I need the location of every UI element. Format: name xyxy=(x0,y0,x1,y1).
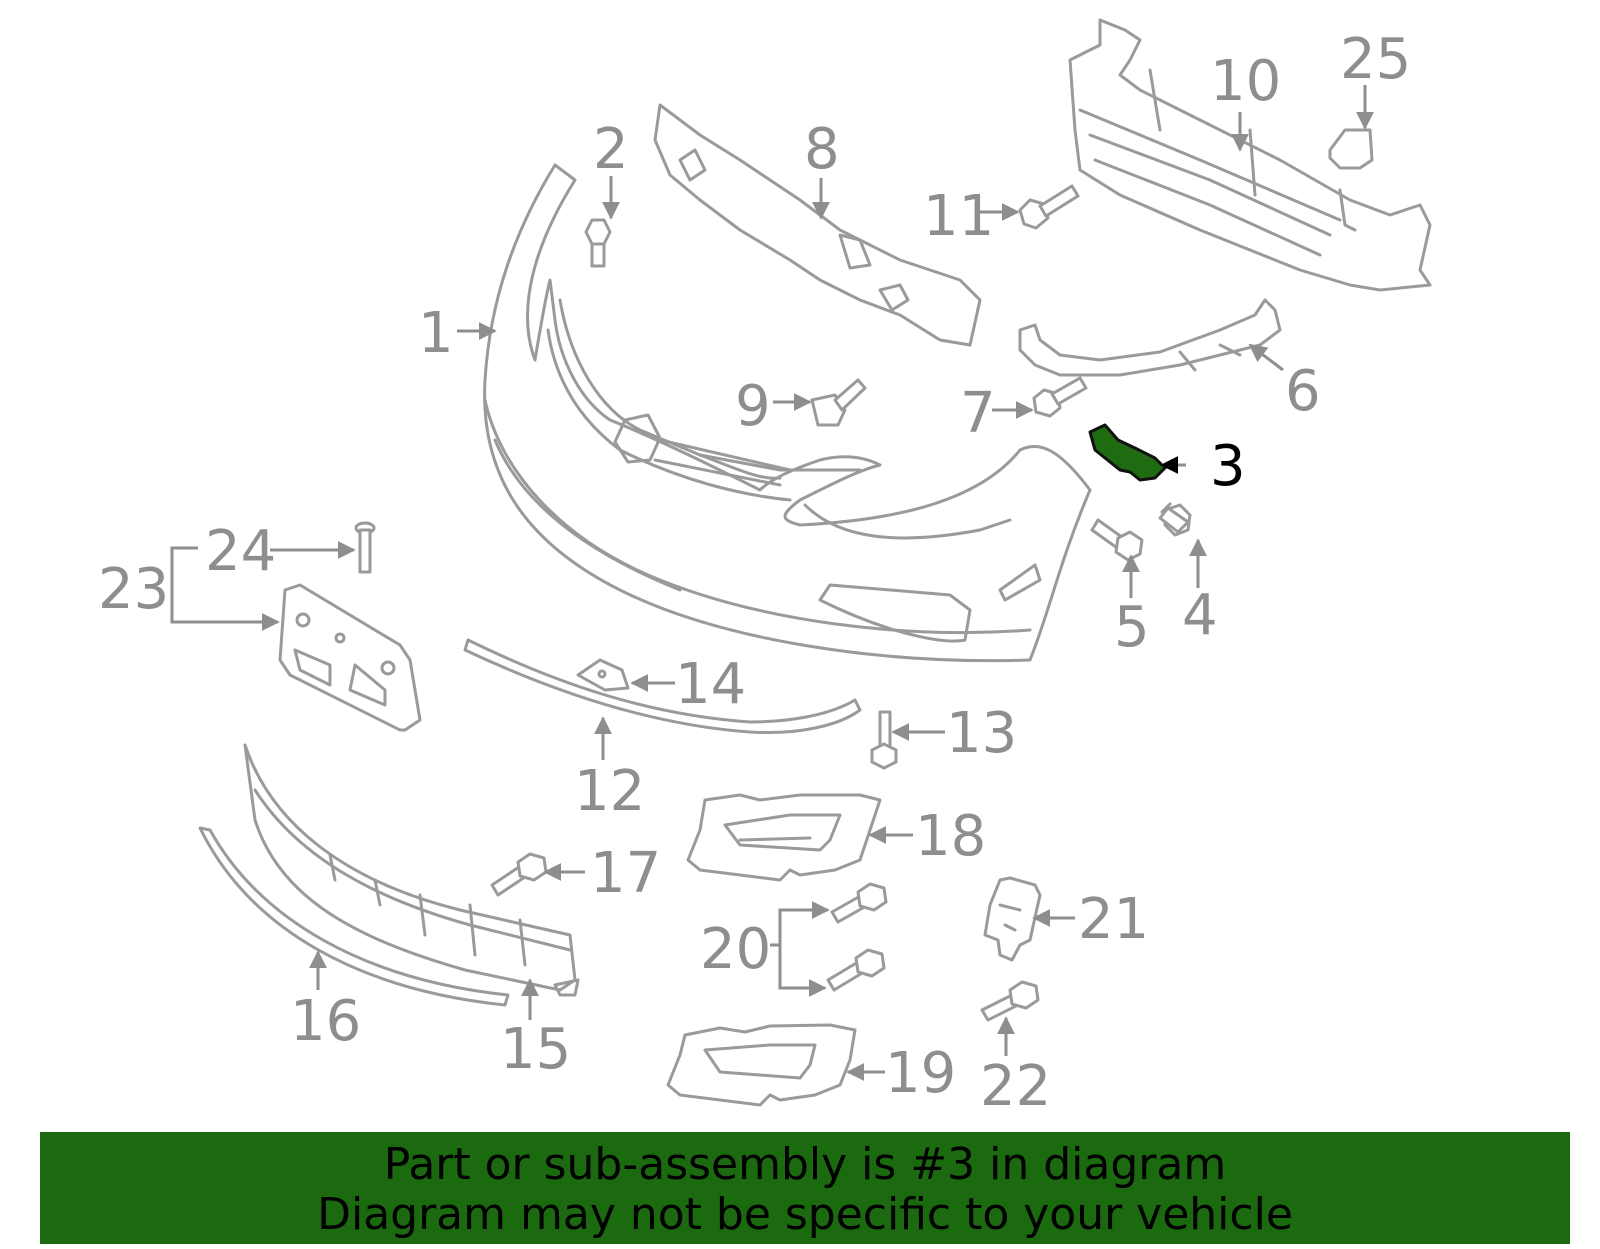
highlighted-bracket-3-part xyxy=(1088,423,1167,482)
bolt-11-part xyxy=(1018,184,1080,230)
callout-12: 12 xyxy=(574,759,645,824)
callout-9: 9 xyxy=(735,374,771,439)
callout-25: 25 xyxy=(1340,27,1411,92)
callout-13: 13 xyxy=(946,701,1017,766)
bracket-21-part xyxy=(983,876,1042,962)
callout-3: 3 xyxy=(1210,434,1246,499)
callout-7: 7 xyxy=(960,381,996,446)
lower-grille-15-part xyxy=(243,743,580,997)
side-bracket-6-part xyxy=(1018,298,1282,377)
arrow-23 xyxy=(170,590,280,631)
callout-17: 17 xyxy=(590,841,661,906)
callout-2: 2 xyxy=(593,117,629,182)
retainer-14-part xyxy=(576,658,630,692)
arrow-20b xyxy=(778,945,827,997)
strip-12-part xyxy=(463,638,862,735)
callout-labels: 1 2 3 4 5 6 7 8 9 10 11 12 13 14 15 16 1… xyxy=(98,27,1411,1119)
banner-line-1: Part or sub-assembly is #3 in diagram xyxy=(383,1139,1227,1190)
callout-16: 16 xyxy=(290,989,361,1054)
callout-22: 22 xyxy=(980,1054,1051,1119)
trim-strip-16-part xyxy=(198,826,510,1007)
callout-5: 5 xyxy=(1114,595,1150,660)
bolts-20-part xyxy=(826,882,888,992)
clip-25-part xyxy=(1328,128,1374,170)
bolt-17-part xyxy=(490,852,548,897)
fog-bezel-18-part xyxy=(686,793,882,882)
bolt-7-part xyxy=(1032,376,1088,418)
callout-4: 4 xyxy=(1182,583,1218,648)
callout-24: 24 xyxy=(205,519,276,584)
bolt-2-part xyxy=(584,218,612,268)
callout-15: 15 xyxy=(500,1017,571,1082)
bolt-22-part xyxy=(980,980,1040,1022)
callout-20: 20 xyxy=(700,917,771,982)
callout-23: 23 xyxy=(98,557,169,622)
bumper-cover-part xyxy=(483,163,1092,663)
callout-6: 6 xyxy=(1285,359,1321,424)
callout-18: 18 xyxy=(915,804,986,869)
callout-1: 1 xyxy=(418,301,454,366)
callout-10: 10 xyxy=(1210,49,1281,114)
arrow-6 xyxy=(1248,343,1284,372)
bolt-13-part xyxy=(870,710,898,770)
callout-8: 8 xyxy=(804,117,840,182)
push-pin-9-part xyxy=(810,378,867,427)
absorber-bracket-8-part xyxy=(653,103,982,347)
push-pin-4-part xyxy=(1158,502,1192,537)
callout-14: 14 xyxy=(675,652,746,717)
callout-19: 19 xyxy=(885,1041,956,1106)
license-bracket-23-part xyxy=(278,583,422,732)
arrow-20a xyxy=(770,901,830,947)
bolt-5-part xyxy=(1090,518,1144,562)
reinforcement-beam-10-part xyxy=(1068,18,1432,292)
info-banner: Part or sub-assembly is #3 in diagram Di… xyxy=(40,1132,1570,1244)
callout-21: 21 xyxy=(1078,887,1149,952)
leader-arrows xyxy=(170,85,1374,1081)
screw-24-part xyxy=(354,521,376,574)
bracket-23-top xyxy=(170,546,198,590)
banner-line-2: Diagram may not be specific to your vehi… xyxy=(317,1189,1293,1240)
fog-bezel-19-part xyxy=(666,1023,857,1107)
callout-11: 11 xyxy=(923,184,994,249)
